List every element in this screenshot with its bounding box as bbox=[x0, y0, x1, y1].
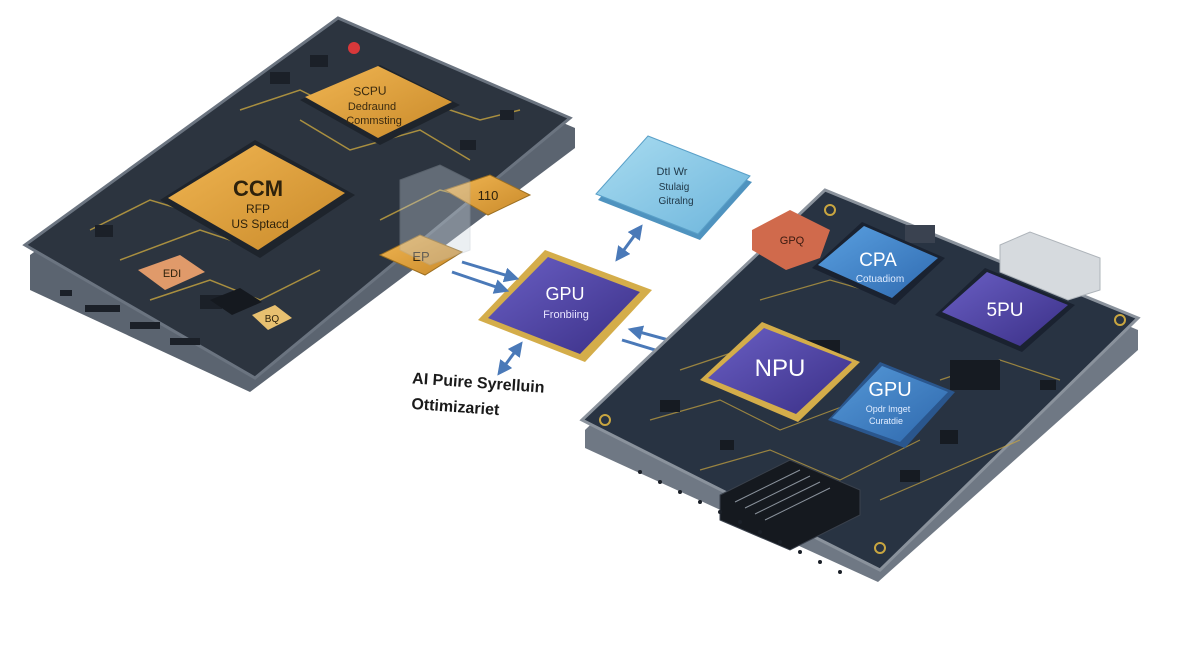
caption-line2: Ottimizariet bbox=[411, 396, 501, 419]
chip-dtl-label: DtI Wr bbox=[657, 166, 688, 178]
chip-scpu-label: SCPU bbox=[353, 83, 387, 98]
chip-ccm-label: CCM bbox=[233, 176, 283, 201]
chip-110: 110 bbox=[443, 174, 532, 216]
chip-scpu: SCPU Dedraund Commsting bbox=[300, 65, 460, 145]
chip-cpa-label: CPA bbox=[859, 250, 897, 271]
chip-npu-label: NPU bbox=[755, 355, 806, 382]
tab-gpq-label: GPQ bbox=[780, 235, 805, 247]
chip-ep: EP bbox=[378, 234, 464, 276]
chip-npu: NPU bbox=[700, 322, 860, 422]
chip-ccm: CCM RFP US Sptacd bbox=[160, 140, 355, 258]
chip-gpu-right-sub1: Opdr lmget bbox=[866, 404, 911, 414]
chip-scpu-sub1: Dedraund bbox=[348, 101, 396, 113]
chip-110-label: 110 bbox=[478, 188, 499, 203]
center-group: DtI Wr Stulaig Gitralng GPU Fronbiing AI… bbox=[411, 135, 752, 419]
chip-edi: EDI bbox=[138, 255, 205, 290]
chip-dtl: DtI Wr Stulaig Gitralng bbox=[595, 135, 752, 240]
chip-5pu-label: 5PU bbox=[987, 300, 1024, 321]
chip-ccm-sub1: RFP bbox=[246, 202, 270, 216]
chip-cpa-sub: Cotuadiom bbox=[856, 274, 904, 285]
chip-gpu-right-label: GPU bbox=[868, 379, 911, 401]
chip-ccm-sub2: US Sptacd bbox=[231, 217, 288, 231]
chip-gpu-center: GPU Fronbiing bbox=[478, 250, 652, 362]
tab-gpq: GPQ bbox=[752, 210, 830, 270]
chip-edi-label: EDI bbox=[163, 268, 181, 280]
chip-gpu-center-label: GPU bbox=[545, 284, 584, 304]
chip-dtl-sub2: Gitralng bbox=[658, 196, 693, 207]
chip-gpu-right-sub2: Curatdie bbox=[869, 416, 903, 426]
chip-dtl-sub1: Stulaig bbox=[659, 182, 690, 193]
chip-bq-label: BQ bbox=[265, 314, 280, 325]
chip-ep-label: EP bbox=[412, 249, 429, 264]
caption-line1: AI Puire Syrelluin bbox=[412, 370, 545, 396]
chip-cpa: CPA Cotuadiom bbox=[812, 222, 945, 305]
chip-gpu-right: GPU Opdr lmget Curatdie bbox=[828, 362, 955, 448]
left-board: SCPU Dedraund Commsting CCM RFP US Sptac… bbox=[22, 16, 575, 392]
right-board: GPQ CPA Cotuadiom 5PU NPU GPU Opdr lmget… bbox=[579, 188, 1141, 582]
chip-bq: BQ bbox=[252, 305, 292, 330]
led-indicator bbox=[348, 42, 360, 54]
chip-gpu-center-sub: Fronbiing bbox=[543, 309, 589, 321]
chip-5pu: 5PU bbox=[935, 268, 1075, 352]
chip-scpu-sub2: Commsting bbox=[346, 115, 402, 127]
